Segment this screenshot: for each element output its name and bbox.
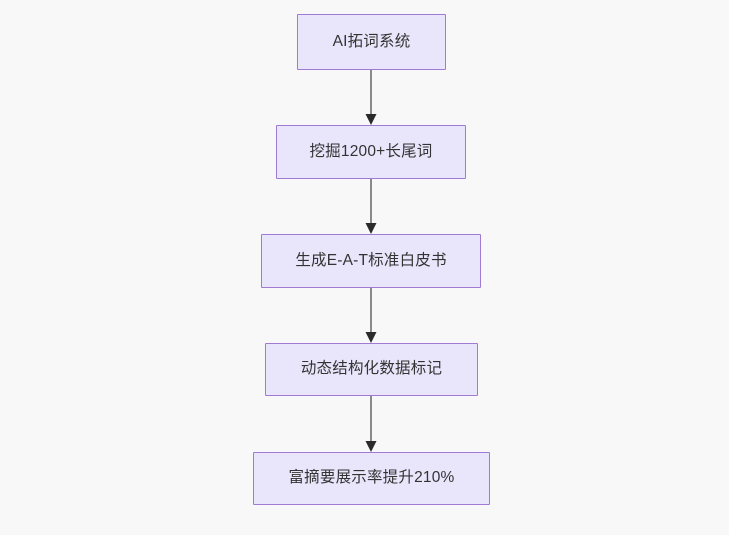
- edge-n2-n3: [365, 179, 377, 234]
- node-label: 挖掘1200+长尾词: [309, 142, 433, 160]
- flowchart-node-generate-eat-whitepaper[interactable]: 生成E-A-T标准白皮书: [261, 234, 481, 288]
- flowchart-node-mine-longtail-keywords[interactable]: 挖掘1200+长尾词: [276, 125, 466, 179]
- edge-n1-n2: [365, 70, 377, 125]
- flowchart-node-dynamic-structured-data-markup[interactable]: 动态结构化数据标记: [265, 343, 478, 396]
- edge-n3-n4: [365, 288, 377, 343]
- edge-n4-n5: [365, 396, 377, 452]
- node-label: 富摘要展示率提升210%: [288, 469, 455, 487]
- node-label: 动态结构化数据标记: [300, 360, 443, 378]
- node-label: 生成E-A-T标准白皮书: [295, 251, 447, 269]
- flowchart-node-ai-keyword-system[interactable]: AI拓词系统: [297, 14, 446, 70]
- flowchart-node-rich-snippet-impression-lift[interactable]: 富摘要展示率提升210%: [253, 452, 490, 505]
- node-label: AI拓词系统: [332, 32, 411, 50]
